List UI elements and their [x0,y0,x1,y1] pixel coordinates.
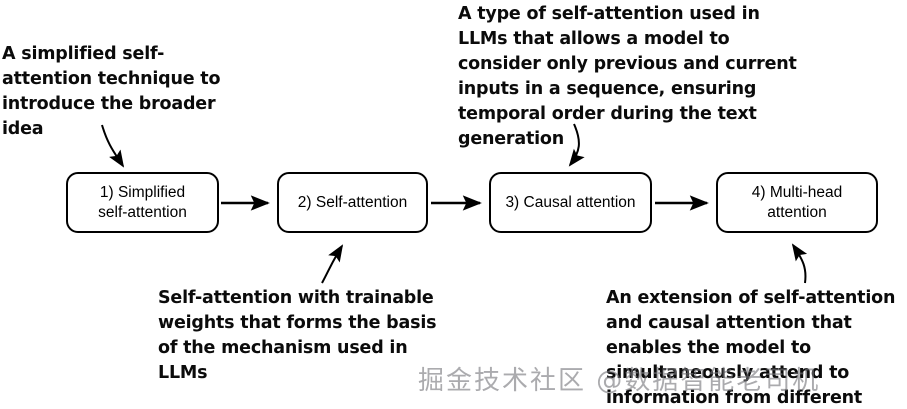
annotation-simplified-self-attention: A simplified self-attention technique to… [2,44,221,139]
annotation-self-attention: Self-attention with trainable weights th… [158,288,437,383]
node-simplified-self-attention: 1) Simplified self-attention [66,172,219,233]
annotation-causal-attention: A type of self-attention used in LLMs th… [458,4,797,149]
node-causal-attention: 3) Causal attention [489,172,652,233]
node-multi-head-attention: 4) Multi-head attention [716,172,878,233]
arrow-annotation4-to-node4 [791,243,808,284]
annotation-multi-head-attention: An extension of self-attention and causa… [606,288,896,408]
watermark-text: 掘金技术社区 @数据智能老司机 [418,366,821,396]
node-self-attention: 2) Self-attention [277,172,428,233]
arrow-annotation3-to-node2 [321,244,344,284]
